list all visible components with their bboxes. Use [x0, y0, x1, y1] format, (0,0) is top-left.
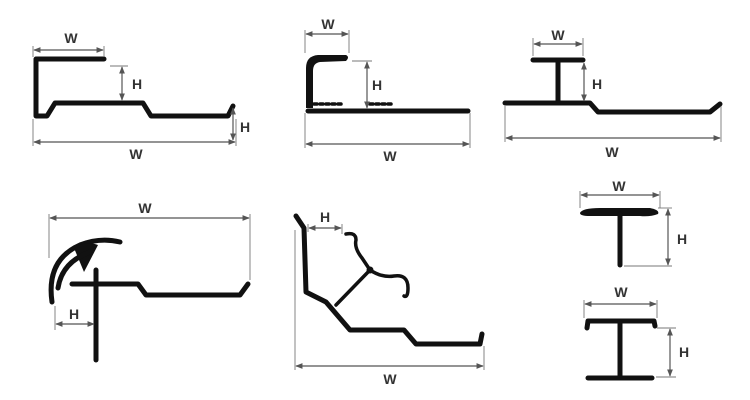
round-corner-profile: W H — [48, 200, 251, 363]
step-w-bottom-label: W — [129, 146, 143, 162]
rounded-nosing-profile: W H W — [304, 16, 471, 164]
round-corner-bead — [74, 243, 98, 272]
t-profile: W H — [579, 178, 687, 268]
scotia-diagonal — [334, 268, 372, 307]
t-step-base — [502, 100, 723, 115]
step-h-inner-label: H — [132, 76, 142, 92]
tstep-w-bottom-label: W — [605, 144, 619, 160]
scotia-joint — [366, 266, 374, 274]
nosing-w-top-label: W — [321, 16, 335, 32]
t-step-profile: W H W — [502, 27, 723, 160]
round-w-label: W — [138, 200, 152, 216]
t-w-label: W — [612, 178, 626, 194]
nosing-body-shape — [306, 55, 348, 108]
step-h-outer-label: H — [240, 119, 250, 135]
scotia-corner-profile: H W — [293, 209, 485, 387]
i-profile: W H — [583, 284, 689, 381]
round-h-label: H — [69, 306, 79, 322]
round-corner-base — [69, 281, 251, 298]
i-w-label: W — [614, 284, 628, 300]
round-corner-inner-arc — [55, 249, 93, 291]
step-profile-shape — [33, 56, 236, 119]
scotia-cove-curve — [344, 231, 410, 299]
t-h-label: H — [677, 231, 687, 247]
nosing-h-label: H — [372, 77, 382, 93]
step-w-top-label: W — [64, 30, 78, 46]
scotia-h-label: H — [320, 209, 330, 225]
scotia-outer-leg — [293, 213, 485, 347]
tstep-w-top-label: W — [551, 27, 565, 43]
i-h-label: H — [679, 344, 689, 360]
step-profile: W H H W — [32, 30, 250, 162]
scotia-w-label: W — [383, 371, 397, 387]
tstep-h-label: H — [592, 76, 602, 92]
nosing-w-bottom-label: W — [383, 148, 397, 164]
